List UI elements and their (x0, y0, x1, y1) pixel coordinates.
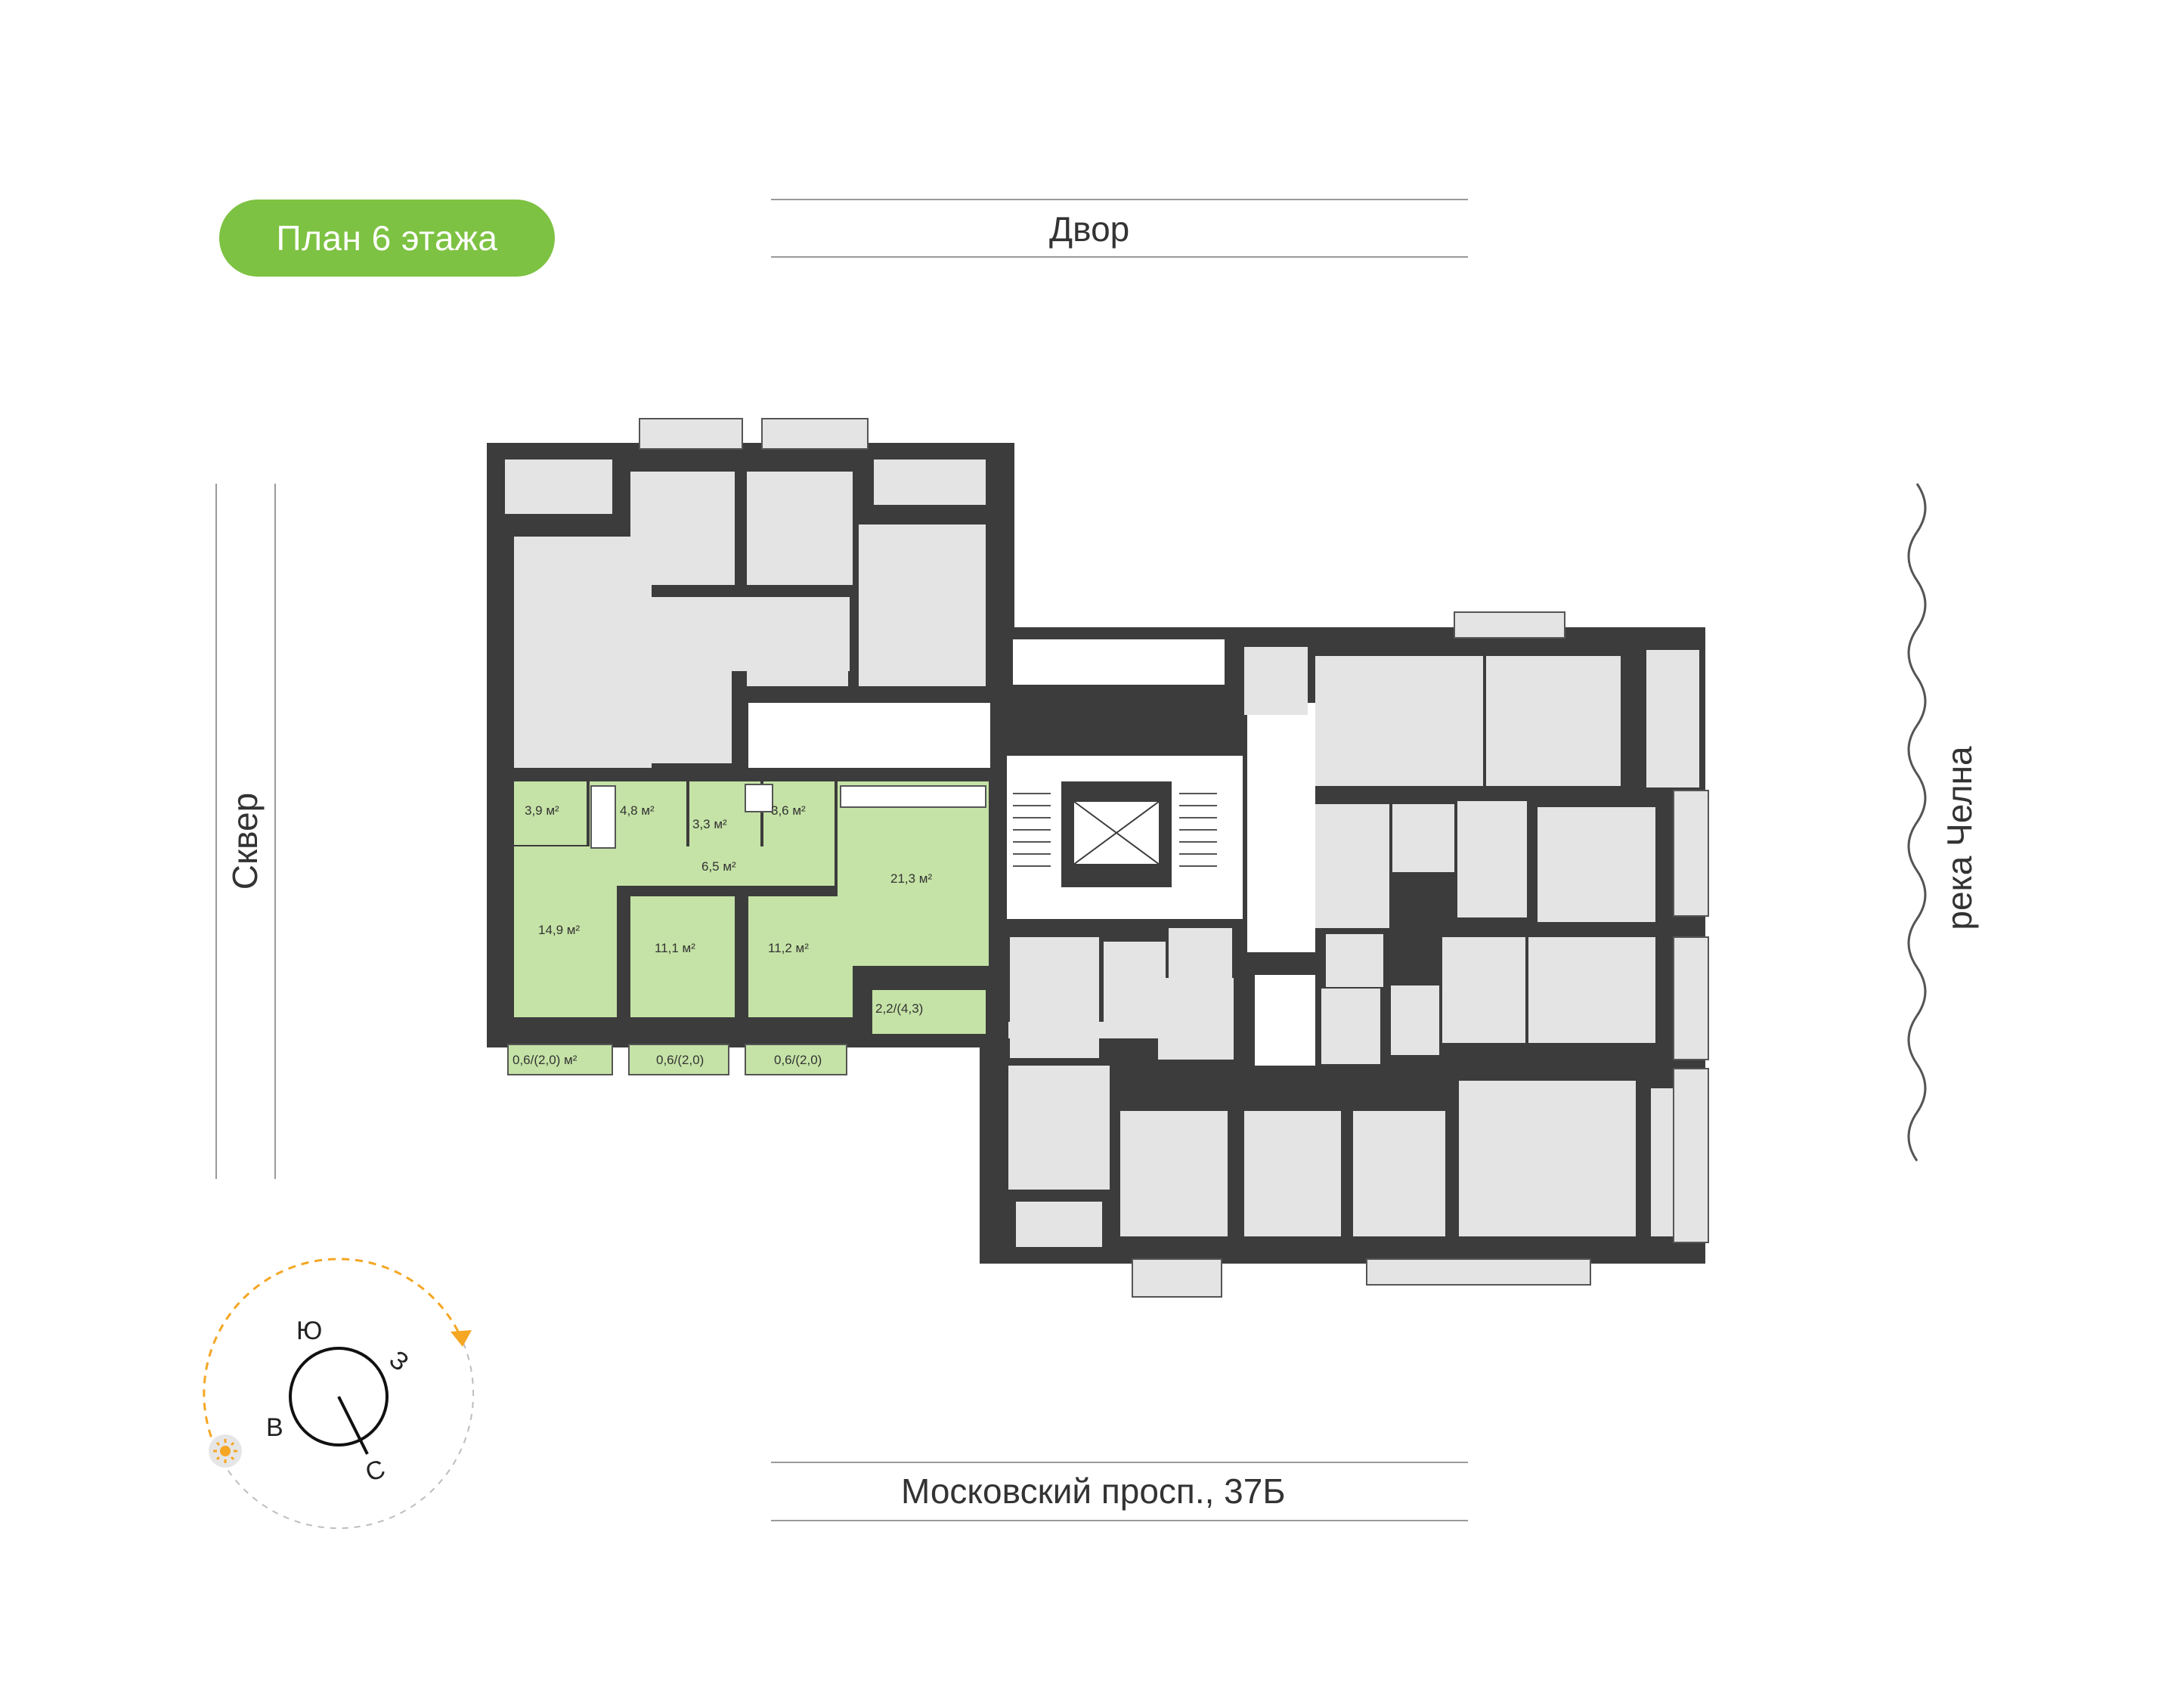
river-line (1907, 483, 1927, 1162)
room (1010, 937, 1099, 1058)
area-r3: 3,3 м² (692, 817, 727, 831)
compass-needle (337, 1396, 369, 1455)
room (1326, 934, 1383, 987)
corridor (1247, 703, 1315, 952)
room (1008, 1066, 1110, 1190)
area-b2: 0,6/(2,0) (656, 1053, 704, 1067)
area-r10: 2,2/(4,3) (875, 1001, 923, 1016)
room (1321, 989, 1380, 1064)
shower (745, 784, 773, 812)
area-r7: 14,9 м² (538, 923, 580, 937)
room (1244, 1111, 1341, 1236)
room (505, 459, 612, 514)
highlighted-apartment (514, 781, 989, 1034)
sun-rays (213, 1439, 237, 1463)
area-r2: 4,8 м² (620, 803, 655, 818)
compass-south: Ю (296, 1317, 322, 1345)
balcony-b1 (507, 1044, 613, 1075)
room (1459, 1081, 1636, 1236)
kitchen-counter (840, 785, 986, 808)
arrow-icon (451, 1330, 472, 1347)
building (487, 418, 1709, 1298)
balcony (1673, 936, 1709, 1060)
corridor (748, 703, 990, 768)
room (1315, 804, 1389, 928)
label-top: Двор (1049, 209, 1130, 249)
label-right: река Челна (1940, 746, 1979, 930)
sun-core (220, 1446, 231, 1456)
room (514, 537, 652, 768)
lobby (1013, 639, 1225, 685)
area-r9: 11,2 м² (768, 941, 809, 955)
stairs-right (1179, 793, 1217, 867)
room (1158, 978, 1234, 1060)
balcony (1673, 1068, 1709, 1243)
area-r1: 3,9 м² (525, 803, 559, 818)
room (1353, 1111, 1445, 1236)
room-r10 (872, 990, 986, 1034)
balcony (1454, 611, 1565, 639)
floor-badge: План 6 этажа (219, 200, 555, 277)
room (1120, 1111, 1228, 1236)
room (1244, 647, 1308, 715)
area-r5: 6,5 м² (701, 859, 736, 874)
balcony-north (639, 418, 743, 450)
room (1392, 804, 1454, 872)
room (1016, 1202, 1102, 1247)
corridor (1255, 975, 1315, 1066)
room (1442, 937, 1525, 1043)
balcony-b3 (745, 1044, 847, 1075)
room (859, 524, 986, 686)
area-b1: 0,6/(2,0) м² (513, 1053, 578, 1067)
balcony-b2 (628, 1044, 729, 1075)
room (1538, 807, 1655, 922)
room-r9 (748, 896, 853, 1017)
sun-path-day (203, 1258, 463, 1450)
label-left: Сквер (225, 792, 265, 890)
balcony-north (761, 418, 869, 450)
compass-north: С (361, 1454, 389, 1487)
room (1457, 801, 1527, 917)
balcony (1366, 1258, 1591, 1286)
room-r6 (838, 781, 989, 966)
label-bottom: Московский просп., 37Б (901, 1471, 1286, 1511)
area-r6: 21,3 м² (890, 871, 932, 886)
room (1104, 942, 1166, 1025)
room-r4 (763, 781, 835, 846)
room-r7 (514, 859, 617, 1017)
area-b3: 0,6/(2,0) (774, 1053, 822, 1067)
room-r1 (514, 781, 587, 845)
sun-path-night (215, 1337, 475, 1530)
balcony (1673, 790, 1709, 917)
room (1391, 986, 1439, 1055)
street-lines (215, 199, 1468, 1521)
stairs-left (1013, 793, 1051, 867)
room (652, 641, 732, 763)
room (874, 459, 986, 505)
area-r4: 3,6 м² (771, 803, 806, 818)
compass-dial (289, 1347, 389, 1447)
compass-west: З (383, 1345, 413, 1377)
room (630, 472, 735, 585)
balcony (1132, 1258, 1222, 1298)
area-r8: 11,1 м² (655, 941, 695, 955)
room (1528, 937, 1655, 1043)
room (1486, 656, 1621, 786)
room (1646, 650, 1699, 787)
compass: Ю З В С (203, 1258, 475, 1530)
area-labels: 3,9 м² 4,8 м² 3,3 м² 3,6 м² 6,5 м² 21,3 … (513, 803, 932, 1067)
room (1008, 1022, 1193, 1038)
room (747, 472, 853, 585)
room (747, 641, 848, 686)
room-r8 (630, 896, 735, 1017)
compass-east: В (266, 1413, 283, 1442)
room (1315, 656, 1483, 786)
bathtub (590, 785, 616, 849)
